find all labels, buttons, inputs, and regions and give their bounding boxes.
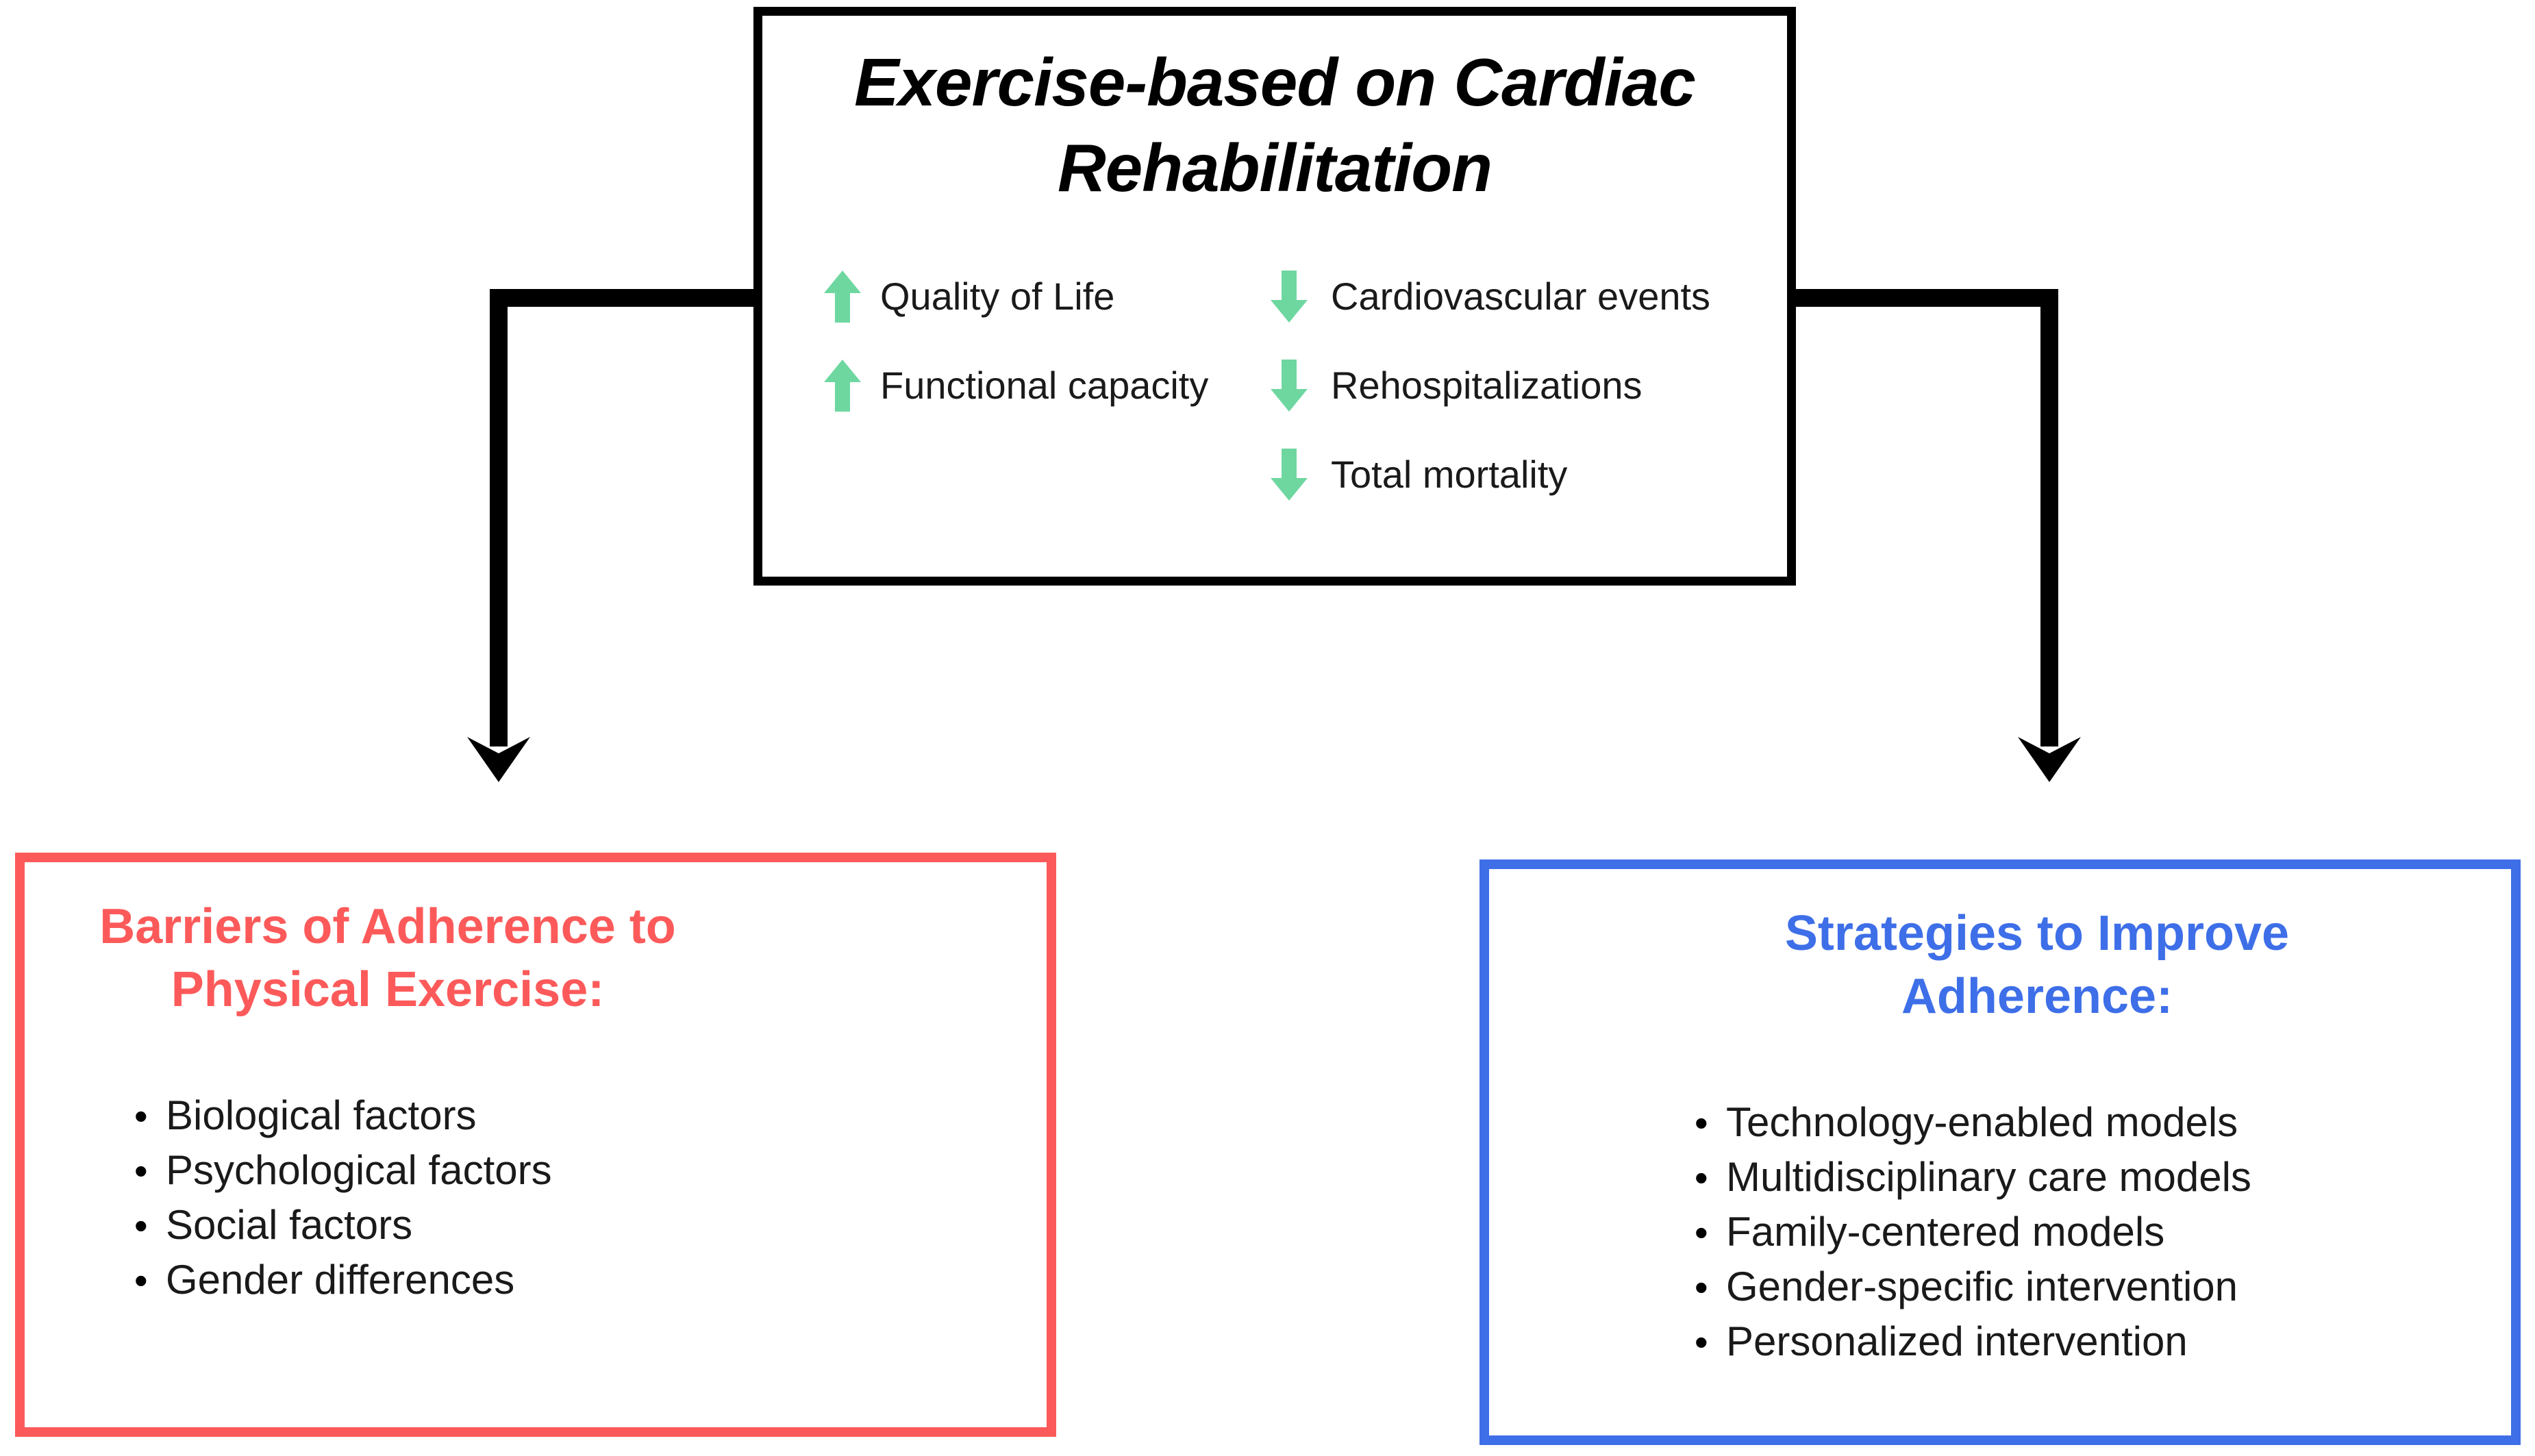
elbow-arrow-down-left-icon bbox=[467, 289, 753, 782]
list-item: • Biological factors bbox=[134, 1095, 552, 1150]
strategies-list: • Technology-enabled models • Multidisci… bbox=[1695, 1102, 2251, 1376]
outcome-label: Cardiovascular events bbox=[1331, 275, 1711, 318]
list-item-label: Family-centered models bbox=[1726, 1209, 2165, 1255]
barriers-heading: Barriers of Adherence to Physical Exerci… bbox=[99, 899, 676, 1018]
arrow-down-icon bbox=[1271, 449, 1308, 501]
bullet-dot-icon: • bbox=[134, 1149, 148, 1192]
elbow-arrow-down-right-icon bbox=[1795, 289, 2081, 782]
bullet-dot-icon: • bbox=[1695, 1156, 1708, 1199]
strategies-heading: Strategies to Improve Adherence: bbox=[1784, 906, 2290, 1025]
bullet-dot-icon: • bbox=[1695, 1266, 1708, 1309]
outcome-label: Quality of Life bbox=[880, 275, 1115, 318]
list-item-label: Biological factors bbox=[166, 1092, 477, 1138]
list-item-label: Personalized intervention bbox=[1726, 1318, 2188, 1364]
bullet-dot-icon: • bbox=[134, 1259, 148, 1302]
list-item-label: Multidisciplinary care models bbox=[1726, 1154, 2251, 1200]
outcomes-increase-column: Quality of Life Functional capacity bbox=[823, 252, 1275, 430]
list-item: • Gender-specific intervention bbox=[1695, 1266, 2251, 1321]
outcome-row-quality-of-life: Quality of Life bbox=[823, 252, 1275, 341]
list-item: • Psychological factors bbox=[134, 1150, 552, 1205]
list-item: • Personalized intervention bbox=[1695, 1321, 2251, 1376]
top-box-cardiac-rehabilitation: Exercise-based on Cardiac Rehabilitation… bbox=[753, 7, 1796, 586]
bullet-dot-icon: • bbox=[134, 1094, 148, 1138]
outcome-label: Rehospitalizations bbox=[1331, 364, 1643, 407]
arrow-down-icon bbox=[1271, 271, 1308, 323]
bullet-dot-icon: • bbox=[1695, 1320, 1708, 1364]
arrow-down-icon bbox=[1271, 360, 1308, 412]
outcome-label: Total mortality bbox=[1331, 453, 1568, 496]
outcome-row-cardiovascular-events: Cardiovascular events bbox=[1269, 252, 1749, 341]
top-box-title: Exercise-based on Cardiac Rehabilitation bbox=[854, 45, 1696, 206]
barriers-list: • Biological factors • Psychological fac… bbox=[134, 1095, 552, 1314]
list-item: • Multidisciplinary care models bbox=[1695, 1157, 2251, 1212]
list-item: • Family-centered models bbox=[1695, 1212, 2251, 1266]
arrow-up-icon bbox=[824, 271, 861, 323]
outcomes-decrease-column: Cardiovascular events Rehospitalizations… bbox=[1269, 252, 1749, 519]
outcome-row-total-mortality: Total mortality bbox=[1269, 430, 1749, 519]
list-item-label: Psychological factors bbox=[166, 1147, 552, 1193]
outcome-label: Functional capacity bbox=[880, 364, 1209, 407]
list-item-label: Gender-specific intervention bbox=[1726, 1264, 2238, 1309]
bullet-dot-icon: • bbox=[134, 1204, 148, 1247]
bullet-dot-icon: • bbox=[1695, 1101, 1708, 1144]
bullet-dot-icon: • bbox=[1695, 1211, 1708, 1254]
list-item-label: Social factors bbox=[166, 1202, 413, 1248]
strategies-box: Strategies to Improve Adherence: • Techn… bbox=[1479, 859, 2521, 1445]
list-item-label: Technology-enabled models bbox=[1726, 1099, 2238, 1145]
list-item-label: Gender differences bbox=[166, 1257, 515, 1303]
outcome-row-rehospitalizations: Rehospitalizations bbox=[1269, 341, 1749, 430]
list-item: • Social factors bbox=[134, 1205, 552, 1259]
arrow-up-icon bbox=[824, 360, 861, 412]
list-item: • Technology-enabled models bbox=[1695, 1102, 2251, 1157]
outcome-grid: Quality of Life Functional capacity Card… bbox=[762, 252, 1787, 501]
list-item: • Gender differences bbox=[134, 1259, 552, 1314]
outcome-row-functional-capacity: Functional capacity bbox=[823, 341, 1275, 430]
barriers-box: Barriers of Adherence to Physical Exerci… bbox=[15, 853, 1056, 1437]
